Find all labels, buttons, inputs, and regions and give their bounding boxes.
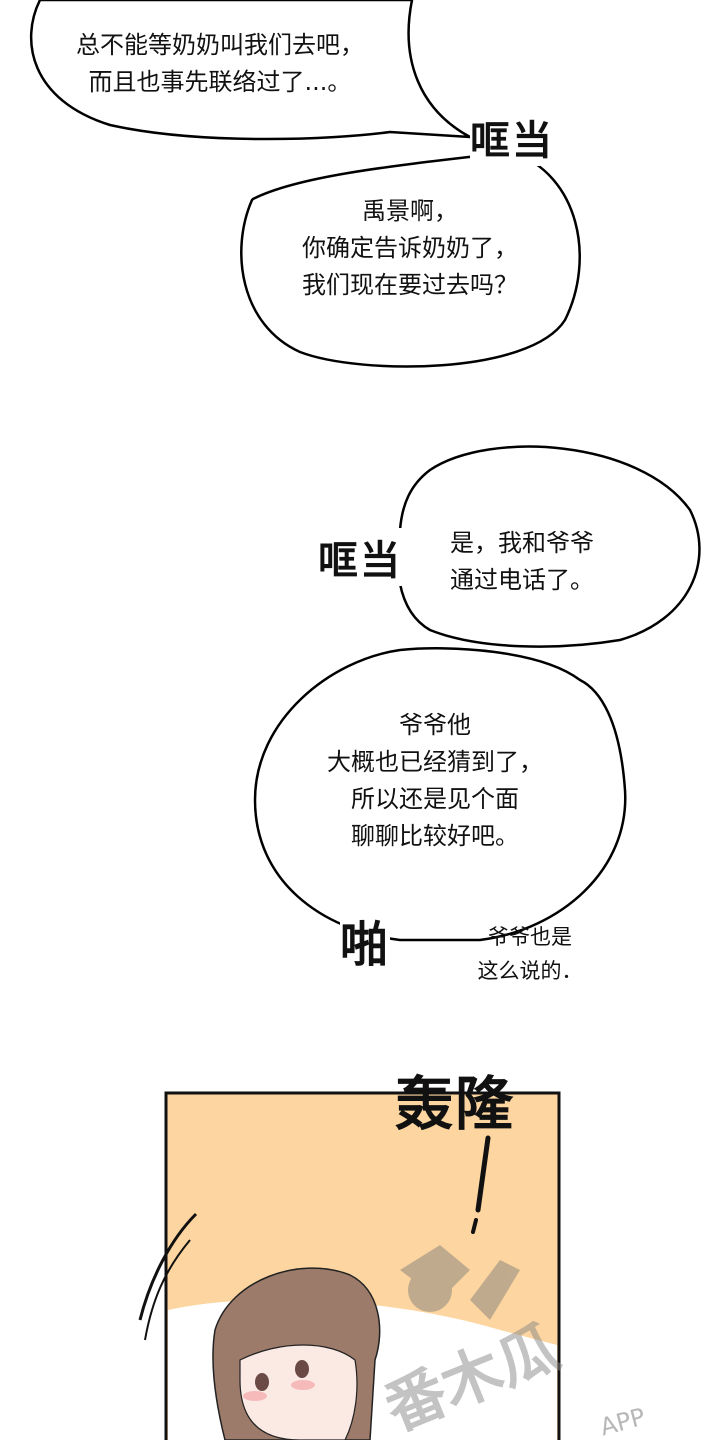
speech-bubble-1 [29,0,471,141]
bubble-4-text: 爷爷他 大概也已经猜到了， 所以还是见个面 聊聊比较好吧。 [327,711,543,850]
sfx-rumble: 轰隆 [395,1070,516,1138]
aside-text: 爷爷也是 这么说的． [477,925,583,983]
character-illustration [212,1267,381,1440]
sfx-bang-2: 哐当 [318,528,402,586]
speech-bubble-4 [253,647,627,942]
sfx-slap: 啪 [340,905,391,975]
speech-bubble-2 [240,150,581,368]
bubble-2-text: 禹景啊， 你确定告诉奶奶了， 我们现在要过去吗？ [302,197,518,299]
comic-panel [138,1091,561,1440]
bubble-1-text: 总不能等奶奶叫我们去吧， 而且也事先联络过了...。 [76,31,364,96]
watermark-logo [400,1245,520,1320]
bubble-3-text: 是，我和爷爷 通过电话了。 [450,529,594,594]
sfx-bang-1: 哐当 [470,108,554,166]
